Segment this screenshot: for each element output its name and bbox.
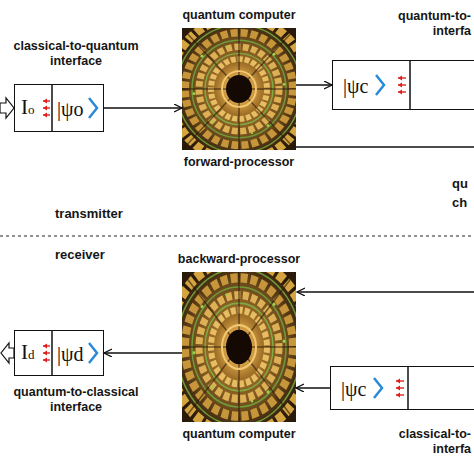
quantum-state: |ψo xyxy=(57,99,84,119)
separator-line xyxy=(0,235,474,236)
interface-title: quantum-to-classical interface xyxy=(8,385,144,415)
channel-line xyxy=(297,291,474,292)
section-label: transmitter xyxy=(55,206,123,222)
quantum-computer-photo xyxy=(169,18,309,161)
signal-arrow xyxy=(296,84,332,85)
classical-symbol: Io xyxy=(21,97,35,118)
processor-title: quantum computer xyxy=(159,8,319,23)
quantum-state: |ψc xyxy=(343,76,368,96)
channel-line xyxy=(296,146,474,147)
channel-label: qu xyxy=(452,176,468,192)
classical-symbol: Id xyxy=(21,342,35,363)
quantum-computer: quantum computerforward-processor xyxy=(182,28,296,150)
interface-box: Id|ψdquantum-to-classical interface xyxy=(14,330,104,376)
interface-box: classical-to-quantum interfaceIo|ψo xyxy=(14,84,104,132)
ket-bracket xyxy=(89,75,384,398)
processor-role: forward-processor xyxy=(159,155,319,170)
processor-title: quantum computer xyxy=(159,427,319,442)
interface-box: quantum-to- interfa|ψc xyxy=(332,60,474,110)
box-divider xyxy=(52,60,410,410)
input-arrow xyxy=(0,98,14,118)
quantum-state: |ψc xyxy=(341,379,366,399)
channel-label: ch xyxy=(452,195,467,211)
section-label: receiver xyxy=(55,247,105,263)
red-arrows xyxy=(43,78,406,395)
signal-arrow xyxy=(296,387,330,388)
interface-title: quantum-to- interfa xyxy=(371,9,471,39)
signal-arrow xyxy=(104,352,182,353)
interface-title: classical-to- interfa xyxy=(371,427,471,457)
quantum-computer-photo xyxy=(169,259,309,434)
quantum-state: |ψd xyxy=(57,344,84,364)
quantum-computer: backward-processorquantum computer xyxy=(182,272,296,422)
processor-role: backward-processor xyxy=(159,252,319,267)
interface-box: |ψcclassical-to- interfa xyxy=(330,366,474,410)
interface-title: classical-to-quantum interface xyxy=(8,39,144,69)
output-arrow xyxy=(1,343,14,363)
signal-arrow xyxy=(104,107,182,108)
